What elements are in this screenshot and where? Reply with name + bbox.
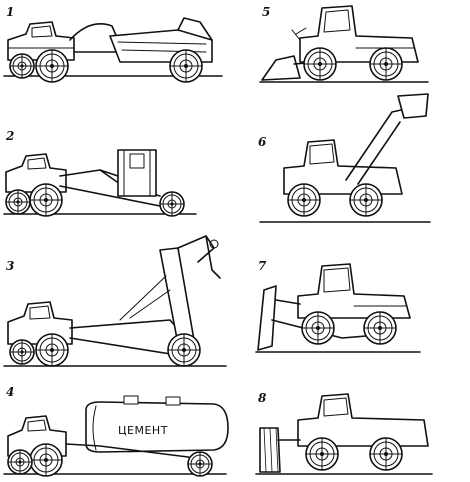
tank-label: ЦЕМЕНТ — [118, 424, 168, 437]
figure-label-5: 5 — [262, 5, 270, 19]
figure-2-scraper: 2 — [3, 129, 197, 217]
figure-label-3: 3 — [6, 259, 14, 273]
figure-label-1: 1 — [6, 5, 14, 19]
figure-7-bulldozer: 7 — [255, 259, 421, 353]
figure-label-8: 8 — [258, 391, 267, 405]
figure-1-scraper: 1 — [3, 5, 223, 83]
figure-label-6: 6 — [258, 135, 267, 149]
figure-8-snowplow: 8 — [255, 391, 433, 475]
figure-label-2: 2 — [5, 129, 14, 143]
figure-3-crane: 3 — [3, 235, 227, 367]
figure-6-loader: 6 — [258, 93, 431, 223]
figure-label-4: 4 — [6, 385, 14, 399]
figure-5-bulldozer: 5 — [259, 5, 429, 83]
figure-4-cement-tanker: 4 ЦЕМЕНТ — [3, 385, 229, 477]
figure-label-7: 7 — [258, 259, 267, 273]
